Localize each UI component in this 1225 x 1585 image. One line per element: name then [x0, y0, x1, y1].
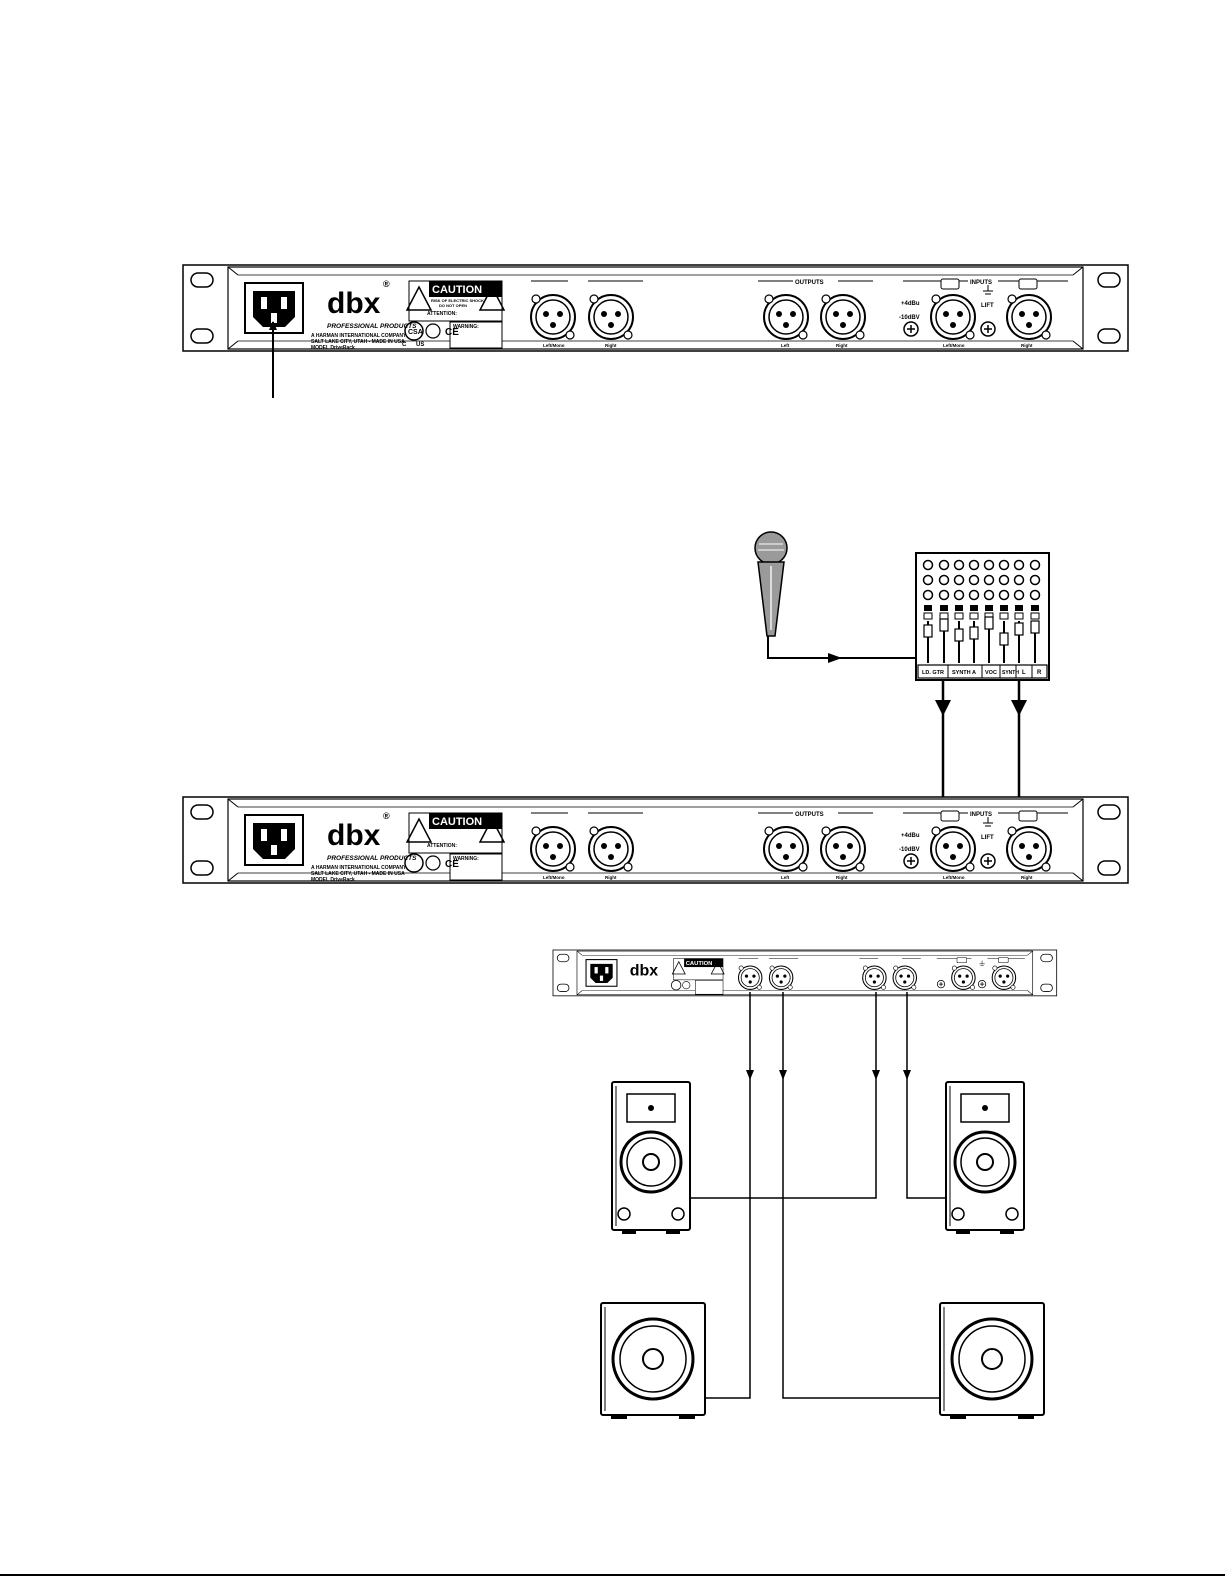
svg-text:C: C: [402, 342, 407, 348]
svg-text:CAUTION: CAUTION: [432, 284, 482, 296]
svg-text:MODEL DriveRack: MODEL DriveRack: [311, 877, 355, 883]
strip-label: R: [1037, 670, 1042, 676]
svg-text:CE: CE: [445, 859, 459, 870]
rack-unit-inputs: dbx ® PROFESSIONAL PRODUCTS A HARMAN INT…: [183, 797, 1128, 883]
strip-label: SYNTH A: [952, 670, 976, 676]
svg-text:US: US: [416, 342, 424, 348]
svg-text:RISK OF ELECTRIC SHOCK: RISK OF ELECTRIC SHOCK: [431, 298, 484, 303]
svg-text:Left/Mono: Left/Mono: [543, 343, 565, 348]
strip-label: VOC: [985, 670, 997, 676]
svg-text:dbx: dbx: [630, 963, 659, 980]
svg-text:dbx: dbx: [327, 819, 381, 852]
microphone: [754, 531, 788, 637]
rack-unit-power: dbx ® PROFESSIONAL PRODUCTS A HARMAN INT…: [183, 265, 1128, 351]
footer-link[interactable]: [128, 1560, 268, 1575]
svg-text:PROFESSIONAL PRODUCTS: PROFESSIONAL PRODUCTS: [327, 855, 417, 862]
strip-label: LD. GTR: [922, 670, 944, 676]
svg-text:+4dBu: +4dBu: [901, 301, 920, 307]
svg-text:MODEL DriveRack: MODEL DriveRack: [311, 345, 355, 351]
svg-text:+4dBu: +4dBu: [901, 833, 920, 839]
svg-text:CAUTION: CAUTION: [686, 961, 713, 967]
svg-text:DO NOT OPEN: DO NOT OPEN: [439, 303, 467, 308]
speaker-left: [610, 1080, 692, 1236]
svg-text:Right: Right: [605, 343, 617, 348]
page-bottom-rule: [0, 1574, 1225, 1576]
svg-text:Right: Right: [836, 875, 848, 880]
svg-text:OUTPUTS: OUTPUTS: [795, 280, 824, 286]
svg-text:LIFT: LIFT: [981, 303, 994, 309]
strip-label: L: [1022, 670, 1026, 676]
svg-text:Right: Right: [1021, 875, 1033, 880]
svg-text:WARNING:: WARNING:: [453, 324, 479, 330]
svg-text:PROFESSIONAL PRODUCTS: PROFESSIONAL PRODUCTS: [327, 323, 417, 330]
brand-logo: dbx: [327, 287, 381, 320]
svg-text:WARNING:: WARNING:: [453, 856, 479, 862]
svg-text:Left/Mono: Left/Mono: [943, 875, 965, 880]
subwoofer-left: [599, 1301, 707, 1421]
svg-text:®: ®: [383, 279, 390, 289]
strip-label: SYNTH: [1002, 670, 1019, 676]
svg-text:Right: Right: [605, 875, 617, 880]
svg-text:Left: Left: [781, 875, 790, 880]
mic-cable-arrow: [828, 653, 842, 663]
rack-unit-outputs: dbx CAUTION: [553, 950, 1057, 996]
svg-text:ATTENTION:: ATTENTION:: [427, 843, 457, 849]
svg-text:-10dBV: -10dBV: [899, 315, 920, 321]
mixer: LD. GTR SYNTH A VOC SYNTH L R: [915, 552, 1050, 681]
svg-text:Right: Right: [1021, 343, 1033, 348]
subwoofer-right: [938, 1301, 1046, 1421]
svg-text:CE: CE: [445, 327, 459, 338]
svg-text:A HARMAN INTERNATIONAL COMPANY: A HARMAN INTERNATIONAL COMPANY: [311, 865, 407, 871]
svg-text:SALT LAKE CITY, UTAH - MADE IN: SALT LAKE CITY, UTAH - MADE IN USA: [311, 871, 405, 877]
speaker-right: [944, 1080, 1026, 1236]
svg-text:Right: Right: [836, 343, 848, 348]
svg-text:CAUTION: CAUTION: [432, 816, 482, 828]
svg-text:Left/Mono: Left/Mono: [943, 343, 965, 348]
svg-text:OUTPUTS: OUTPUTS: [795, 812, 824, 818]
speaker-cable-arrows: [746, 1070, 911, 1080]
svg-text:INPUTS: INPUTS: [970, 280, 992, 286]
svg-text:SALT LAKE CITY, UTAH - MADE IN: SALT LAKE CITY, UTAH - MADE IN USA: [311, 339, 405, 345]
mic-cable: [767, 636, 916, 659]
svg-text:ATTENTION:: ATTENTION:: [427, 311, 457, 317]
svg-text:CSA: CSA: [408, 329, 423, 336]
svg-text:INPUTS: INPUTS: [970, 812, 992, 818]
speaker-cables: [690, 992, 946, 1399]
svg-text:Left/Mono: Left/Mono: [543, 875, 565, 880]
svg-text:A HARMAN INTERNATIONAL COMPANY: A HARMAN INTERNATIONAL COMPANY: [311, 333, 407, 339]
svg-text:LIFT: LIFT: [981, 835, 994, 841]
svg-text:Left: Left: [781, 343, 790, 348]
svg-text:-10dBV: -10dBV: [899, 847, 920, 853]
svg-text:®: ®: [383, 811, 390, 821]
